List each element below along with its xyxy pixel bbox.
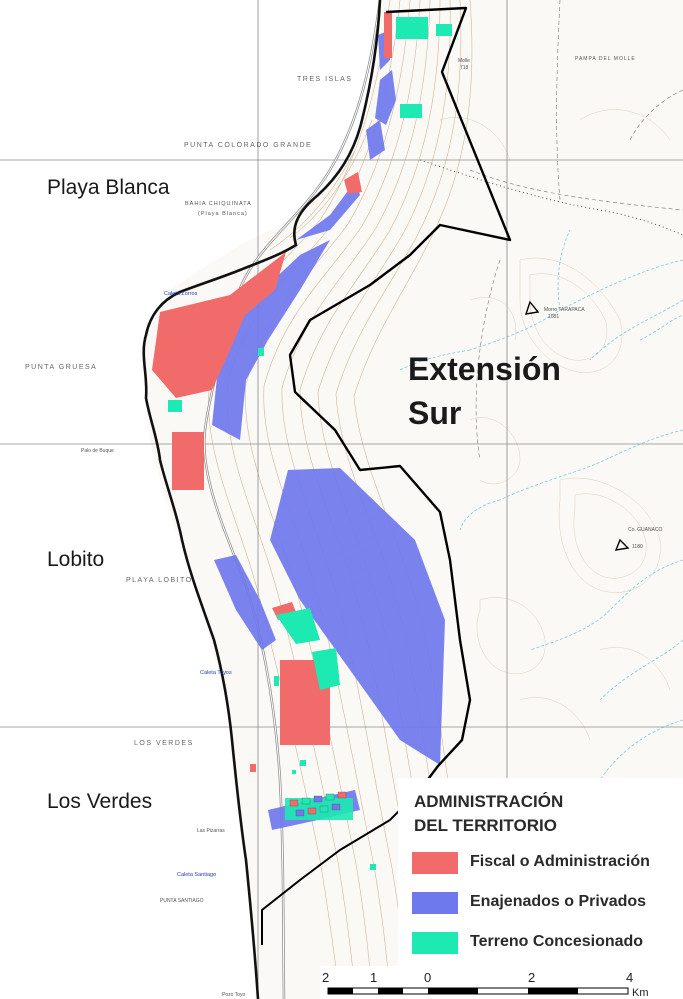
label-caleta-toyos: Caleta Toyos	[200, 670, 232, 676]
extension-sur-boundary	[288, 6, 512, 791]
inland-tracks	[469, 0, 683, 461]
label-caleta-santiago: Caleta Santiago	[177, 872, 216, 878]
label-morro-tarapaca-alt: 1081	[548, 314, 559, 320]
summit-markers	[524, 300, 630, 551]
los-verdes-plots	[289, 791, 347, 817]
label-punta-santiago: PUNTA SANTIAGO	[160, 898, 204, 904]
label-las-pizarras: Las Pizarras	[197, 828, 225, 834]
legend-swatch-fiscal	[412, 852, 458, 874]
extension-sur-boundary-south	[261, 789, 421, 945]
legend-item-fiscal: Fiscal o Administración	[412, 852, 682, 874]
legend-swatch-privados	[412, 892, 458, 914]
legend-swatch-concesionado	[412, 932, 458, 954]
label-sur: Sur	[408, 395, 461, 431]
label-palo-buque: Palo de Buque	[81, 448, 114, 454]
scale-tick-1: 1	[370, 970, 377, 985]
label-caleta-zorros: Caleta Zorros	[164, 291, 198, 297]
label-pampa-molle: PAMPA DEL MOLLE	[575, 56, 636, 62]
label-co-guanaco: Co. GUANACO	[628, 527, 663, 533]
legend-label-concesionado: Terreno Concesionado	[470, 933, 644, 950]
label-los-verdes-caps: LOS VERDES	[134, 740, 194, 747]
scale-bar: 2 1 0 2 4 Km	[320, 966, 683, 999]
label-playa-blanca-paren: (Playa Blanca)	[198, 211, 248, 217]
coastline	[142, 0, 382, 999]
legend-item-concesionado: Terreno Concesionado	[412, 932, 682, 954]
label-morro-tarapaca: Morro TARAPACA	[544, 307, 585, 313]
scale-tick-3: 2	[528, 970, 535, 985]
label-los-verdes: Los Verdes	[47, 790, 152, 813]
legend-label-fiscal: Fiscal o Administración	[470, 853, 650, 870]
label-playa-lobito: PLAYA LOBITO	[126, 577, 193, 584]
legend-panel: ADMINISTRACIÓN DEL TERRITORIO Fiscal o A…	[398, 778, 683, 980]
scale-tick-4: 4	[626, 970, 633, 985]
scale-tick-0: 2	[322, 970, 329, 985]
label-molle-num: 718	[460, 65, 469, 71]
label-co-guanaco-alt: 1180	[632, 544, 643, 550]
label-molle: Molle	[458, 58, 470, 64]
legend-item-privados: Enajenados o Privados	[412, 892, 682, 914]
scale-tick-2: 0	[424, 970, 431, 985]
label-lobito: Lobito	[47, 548, 104, 571]
label-pozo-toyo: Pozo Toyo	[222, 992, 245, 998]
scale-unit: Km	[632, 987, 649, 999]
label-playa-blanca: Playa Blanca	[47, 176, 170, 199]
label-punta-colorado: PUNTA COLORADO GRANDE	[184, 142, 312, 149]
label-tres-islas: TRES ISLAS	[297, 76, 352, 83]
legend-label-privados: Enajenados o Privados	[470, 893, 647, 910]
label-punta-gruesa: PUNTA GRUESA	[25, 364, 97, 371]
label-extension: Extensión	[408, 351, 561, 387]
legend-title: ADMINISTRACIÓN DEL TERRITORIO	[414, 792, 564, 835]
label-bahia-chiquinata: BAHIA CHIQUINATA	[185, 201, 252, 207]
